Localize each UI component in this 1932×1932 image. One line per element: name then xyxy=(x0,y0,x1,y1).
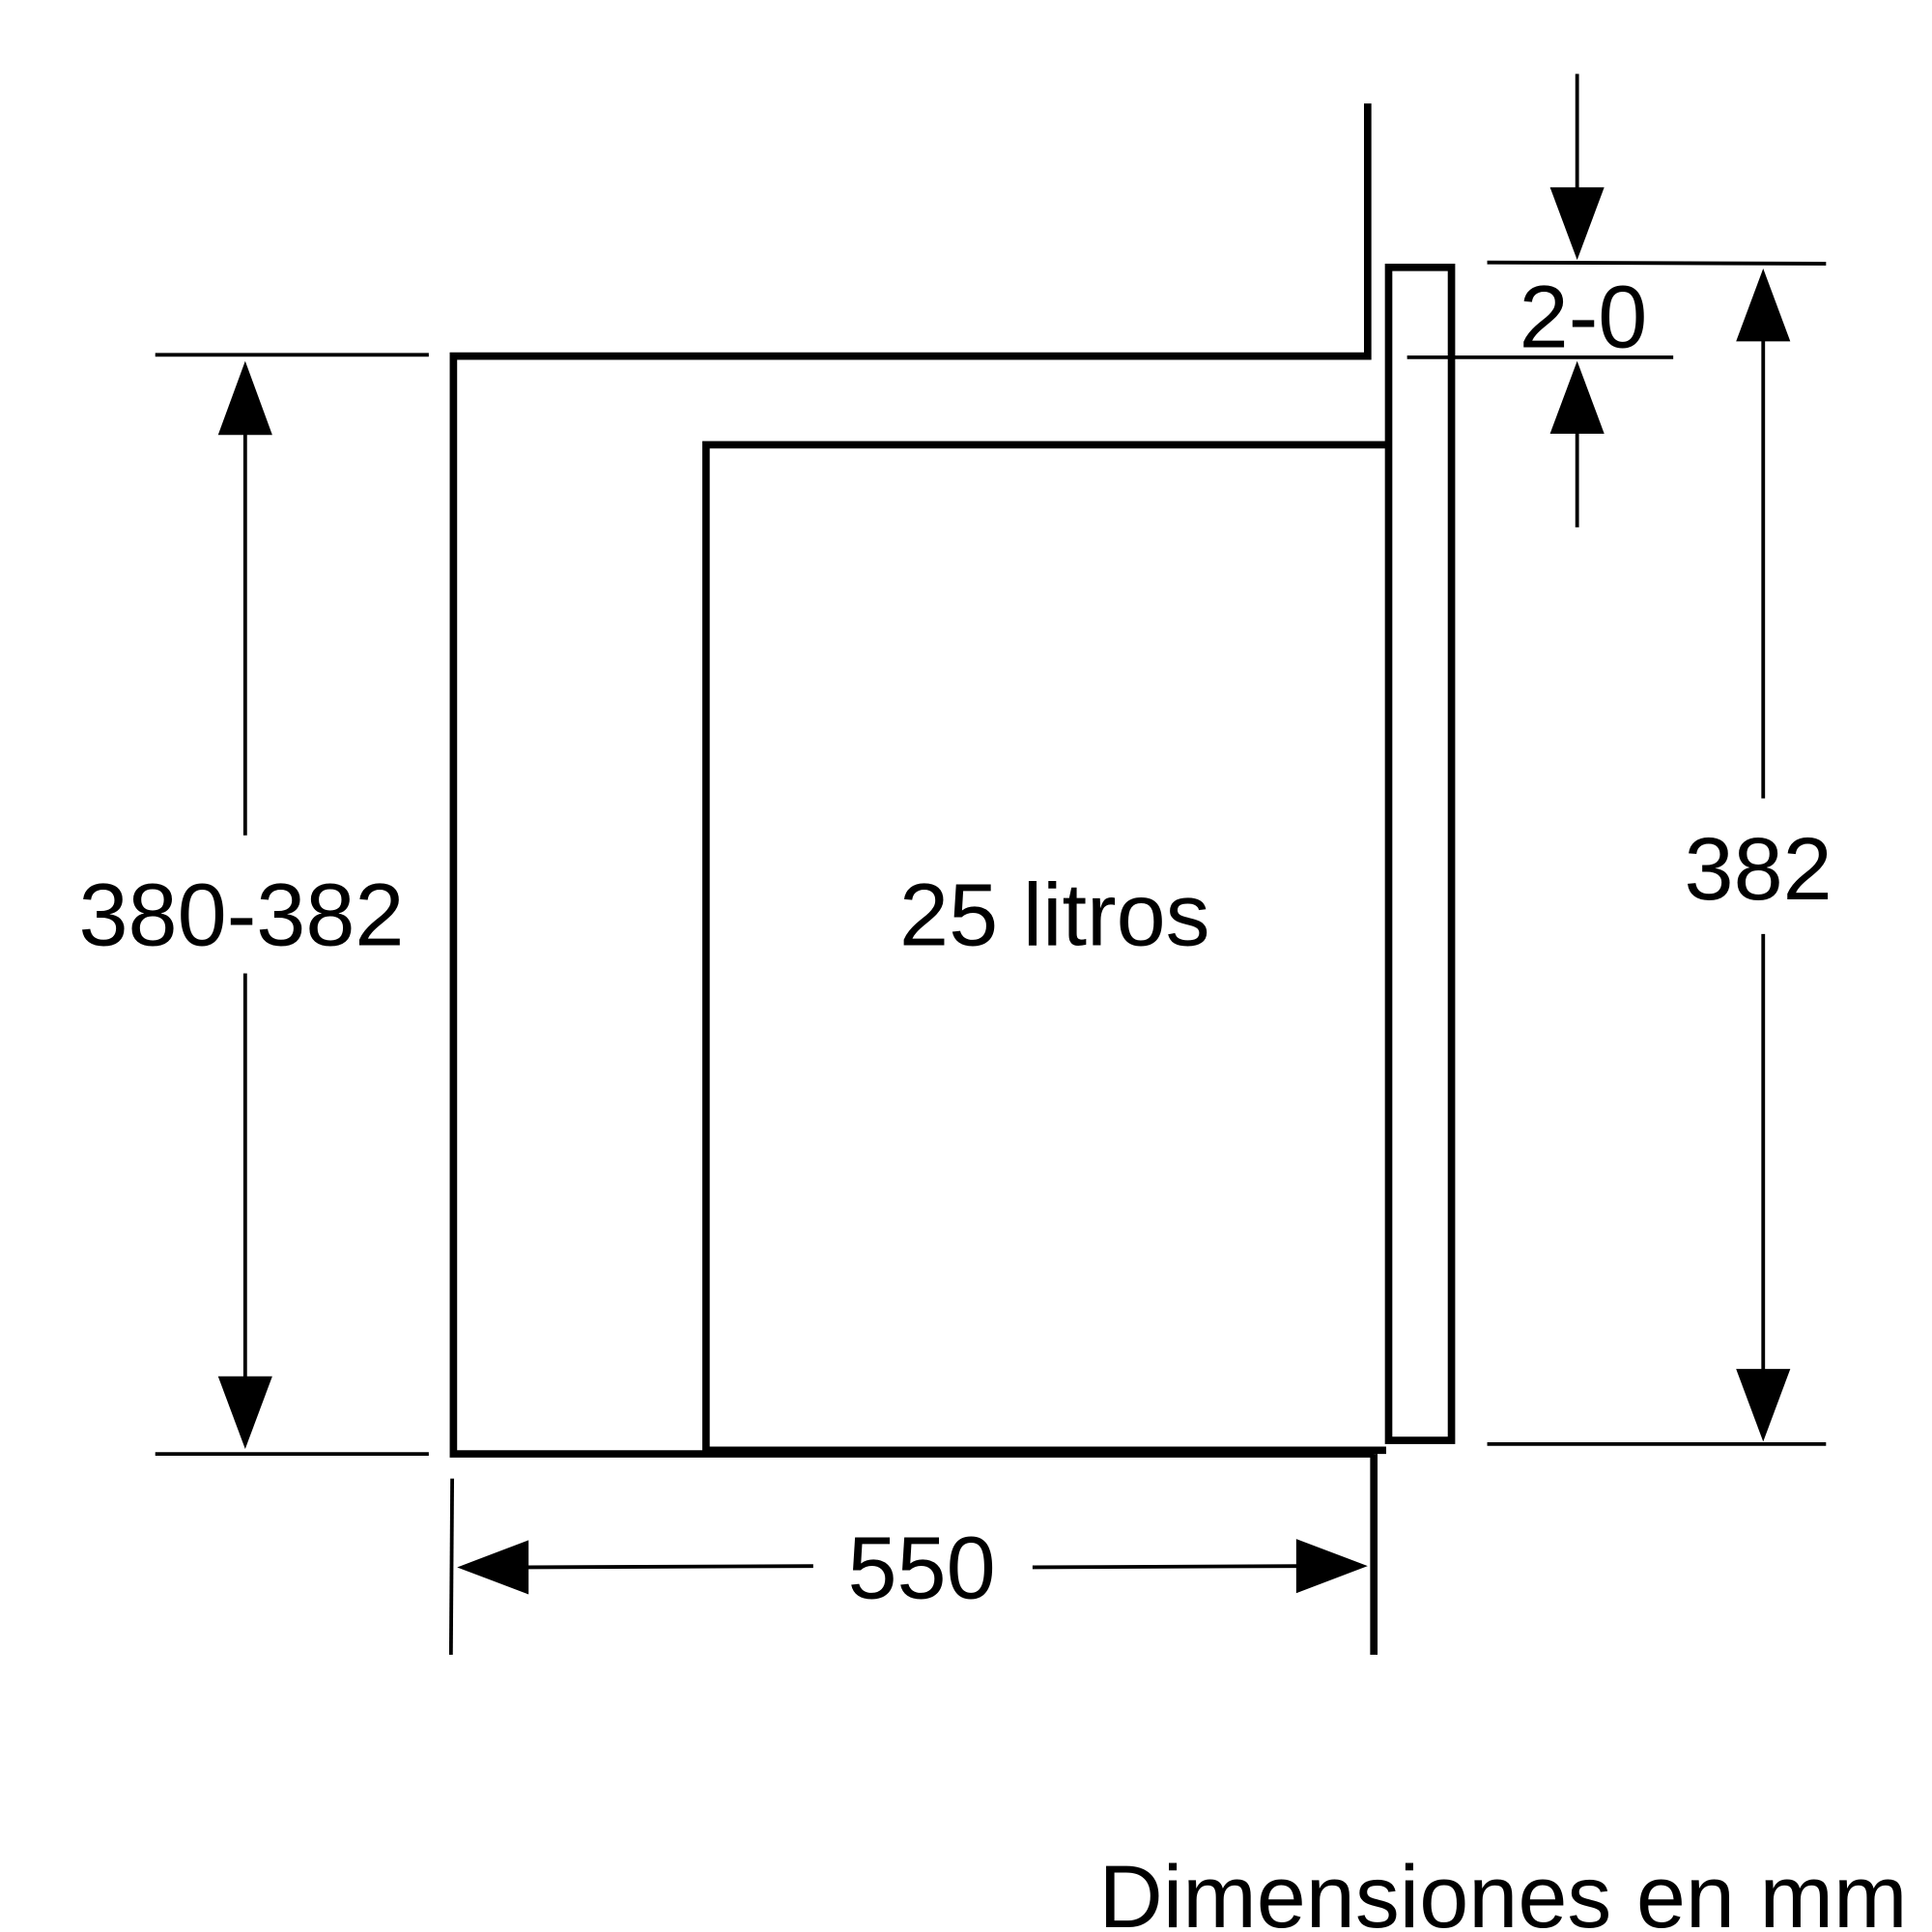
arrow-up-icon xyxy=(1549,360,1605,434)
arrow-right-icon xyxy=(1295,1539,1368,1594)
arrow-down-icon xyxy=(1736,1369,1791,1442)
capacity-label: 25 litros xyxy=(899,866,1210,964)
depth-dim-line-left xyxy=(526,1564,813,1570)
units-note: Dimensiones en mm xyxy=(1099,1848,1908,1932)
left-height-label: 380-382 xyxy=(78,866,404,964)
front-panel xyxy=(1384,263,1456,1444)
right-height-label: 382 xyxy=(1685,820,1833,919)
depth-label: 550 xyxy=(847,1519,995,1617)
gap-label: 2-0 xyxy=(1520,269,1648,367)
arrow-up-icon xyxy=(217,360,272,436)
arrow-down-icon xyxy=(1549,186,1605,261)
depth-ext-left xyxy=(448,1478,455,1656)
niche-outline xyxy=(449,103,1375,1458)
right-ext-top xyxy=(1487,260,1827,266)
arrow-down-icon xyxy=(217,1376,272,1449)
arrow-left-icon xyxy=(457,1540,529,1595)
arrow-up-icon xyxy=(1736,269,1791,342)
appliance-body xyxy=(702,440,1386,1455)
depth-dim-line-right xyxy=(1032,1564,1300,1570)
